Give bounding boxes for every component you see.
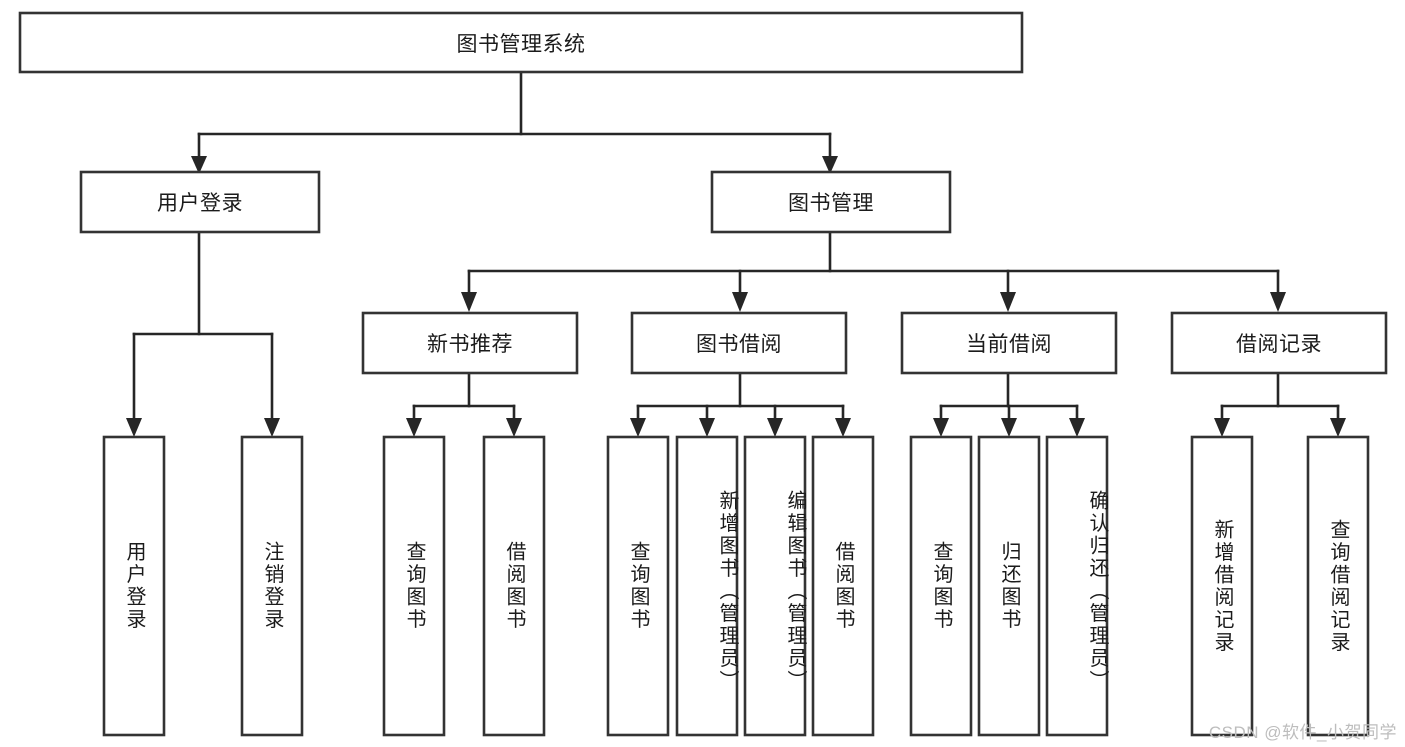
arrow-head-current-borrow — [1000, 292, 1016, 312]
connector-group-book-borrow — [630, 371, 851, 437]
arrow-head-new-book-rec — [461, 292, 477, 312]
connector-group-user-login — [126, 230, 280, 437]
node-box-book-mgmt[interactable] — [710, 170, 952, 234]
node-box-borrow-record[interactable] — [1170, 311, 1388, 375]
node-box-current-borrow[interactable] — [900, 311, 1118, 375]
arrow-head-book-borrow — [732, 292, 748, 312]
node-box-leaf-query-book-2[interactable] — [606, 435, 670, 737]
node-box-leaf-borrow-book-2[interactable] — [811, 435, 875, 737]
node-box-leaf-user-login[interactable] — [102, 435, 166, 737]
arrow-head-leaf-query-book-1 — [406, 418, 422, 437]
arrow-head-leaf-confirm-return — [1069, 418, 1085, 437]
arrow-head-leaf-borrow-book-2 — [835, 418, 851, 437]
connector-group-new-book-rec — [406, 371, 522, 437]
arrow-head-leaf-add-record — [1214, 418, 1230, 437]
connector-group-borrow-record — [1214, 371, 1346, 437]
arrow-head-leaf-add-book — [699, 418, 715, 437]
connector-group-book-mgmt — [461, 230, 1286, 312]
arrow-head-leaf-borrow-book-1 — [506, 418, 522, 437]
node-box-leaf-confirm-return[interactable] — [1045, 435, 1109, 737]
node-box-leaf-query-book-1[interactable] — [382, 435, 446, 737]
arrow-head-leaf-query-book-3 — [933, 418, 949, 437]
node-box-leaf-borrow-book-1[interactable] — [482, 435, 546, 737]
node-box-user-login[interactable] — [79, 170, 321, 234]
node-box-leaf-logout[interactable] — [240, 435, 304, 737]
arrow-head-leaf-edit-book — [767, 418, 783, 437]
connector-group-current-borrow — [933, 371, 1085, 437]
arrow-head-leaf-user-login — [126, 418, 142, 437]
node-box-root[interactable] — [18, 11, 1024, 74]
connector-group-root — [191, 70, 838, 174]
node-box-new-book-rec[interactable] — [361, 311, 579, 375]
node-box-book-borrow[interactable] — [630, 311, 848, 375]
arrow-head-leaf-query-record — [1330, 418, 1346, 437]
node-box-leaf-return-book[interactable] — [977, 435, 1041, 737]
node-box-leaf-add-record[interactable] — [1190, 435, 1254, 737]
arrow-head-leaf-query-book-2 — [630, 418, 646, 437]
node-box-leaf-edit-book[interactable] — [743, 435, 807, 737]
node-box-leaf-query-record[interactable] — [1306, 435, 1370, 737]
node-box-leaf-query-book-3[interactable] — [909, 435, 973, 737]
csdn-watermark: CSDN @软件_小贺同学 — [1208, 723, 1397, 742]
node-box-leaf-add-book[interactable] — [675, 435, 739, 737]
arrow-head-leaf-logout — [264, 418, 280, 437]
arrow-head-borrow-record — [1270, 292, 1286, 312]
arrow-head-leaf-return-book — [1001, 418, 1017, 437]
arrow-head-book-mgmt — [822, 156, 838, 174]
arrow-head-user-login — [191, 156, 207, 174]
